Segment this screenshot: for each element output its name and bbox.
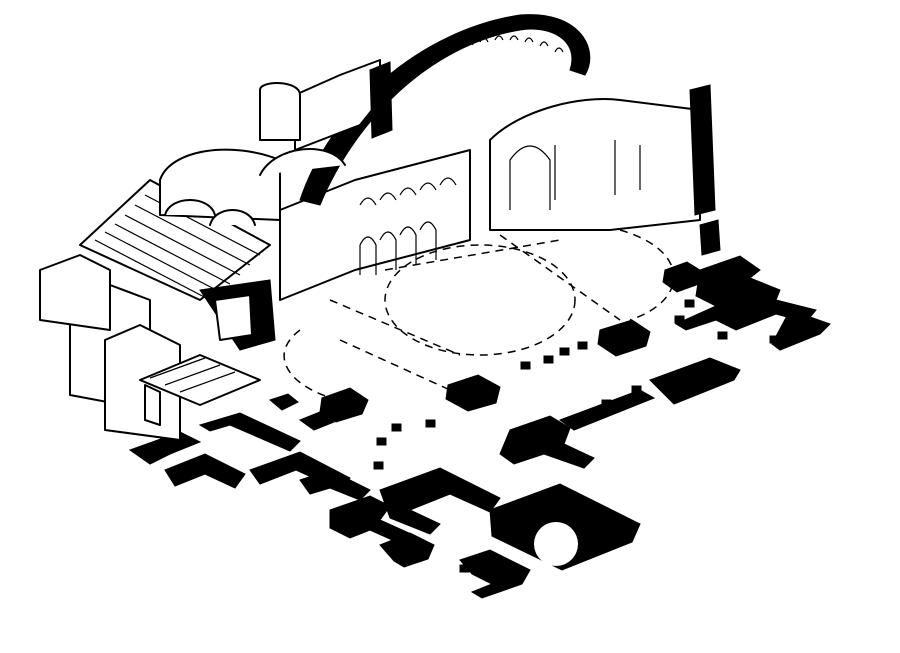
pier-south [445,374,501,412]
lower-roof-hatching [149,357,236,393]
stair-turret [259,82,301,141]
gallery-arcade-lower [359,221,437,275]
atrium-wall [499,415,595,469]
pier-east [597,319,651,357]
southwest-range [459,549,531,599]
western-annex [39,179,276,441]
east-outer-wall [771,309,831,351]
south-range [379,532,435,568]
annex-roof [79,179,271,301]
annex-wall-3 [39,254,111,331]
annex-opening [214,294,253,341]
east-buttress-cut [689,84,716,216]
buttress-cut [369,61,393,139]
annex-lower-roof [139,354,261,406]
baptistery-rotunda [534,522,578,566]
north-gallery-wall [279,149,471,301]
gallery-arcade-upper [359,177,457,206]
east-buttress-base [699,219,721,256]
small-dome-2 [209,209,256,226]
east-apse [489,98,701,231]
narthex-wall [379,467,501,535]
floor-plan [128,229,831,599]
west-exedra [259,148,346,176]
annex-wall-2 [104,324,181,441]
dome-window-ring [449,35,564,53]
column-bases [373,299,780,573]
south-aisle-wall [558,389,656,431]
west-wing-2 [164,453,246,489]
west-wing-4 [249,451,351,491]
southeast-wall [649,357,741,405]
west-wing-3 [198,412,301,452]
cutaway-elevation [159,14,721,301]
annex-pillar [144,384,161,426]
west-wing-5 [268,393,299,411]
west-wing-6 [298,411,336,431]
small-dome-1 [164,199,216,216]
